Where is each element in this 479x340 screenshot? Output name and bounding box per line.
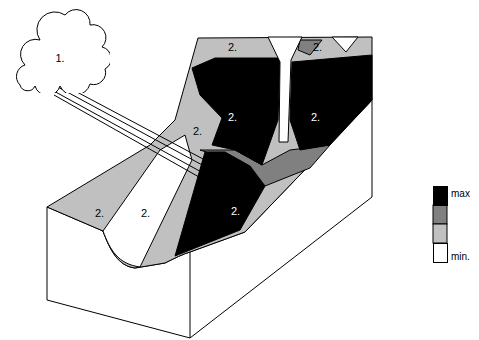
slope-max [192,58,280,165]
ray-line [60,83,235,176]
callout-number: 2. [231,205,240,217]
callout-number: 1. [10,52,110,64]
legend-swatch [433,186,448,206]
callout-number: 2. [228,41,237,53]
slope-mid [298,40,322,55]
legend-label: min. [451,251,470,262]
callout-number: 2. [311,111,320,123]
legend-label: max [451,188,470,199]
cloud-shape: 1. [10,8,110,93]
legend-swatch [433,224,447,243]
callout-number: 2. [228,111,237,123]
slope-max [290,55,372,150]
cloud-outline [16,10,110,93]
legend-swatch [433,243,448,263]
block-edge [190,252,191,338]
ray-line [54,95,222,190]
cloud-outline [10,8,110,93]
callout-number: 2. [193,125,202,137]
legend-swatch [433,205,447,224]
callout-number: 2. [95,207,104,219]
ray-line [56,86,230,180]
callout-number: 2. [141,207,150,219]
stream-min [268,37,302,142]
callout-number: 2. [313,41,322,53]
stream-min [332,37,358,52]
ray-line [52,90,225,185]
